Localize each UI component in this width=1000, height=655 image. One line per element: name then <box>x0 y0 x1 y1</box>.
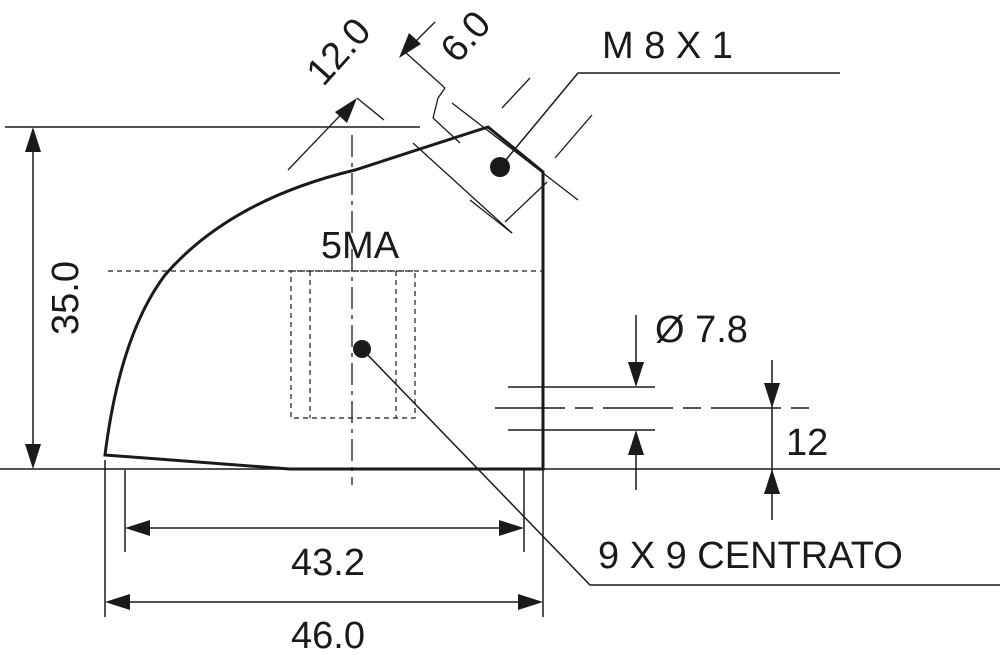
thread-hole: M 8 X 1 <box>412 25 840 234</box>
cross-hole: Ø 7.8 <box>495 309 810 490</box>
part-outline <box>103 125 545 471</box>
dim-12-label: 12.0 <box>299 10 380 93</box>
outer-width-label: 46.0 <box>291 615 365 655</box>
outer-width-dimension: 46.0 <box>104 460 544 655</box>
thread-label: M 8 X 1 <box>602 25 733 67</box>
height-dimension: 35.0 <box>25 127 87 469</box>
diameter-label: Ø 7.8 <box>655 309 748 351</box>
hole-offset-dimension: 12 <box>764 360 828 520</box>
hole-offset-label: 12 <box>786 422 828 464</box>
square-label: 9 X 9 CENTRATO <box>598 535 903 577</box>
hidden-square-pocket <box>108 270 543 419</box>
inner-width-label: 43.2 <box>291 542 365 584</box>
angled-dimension-6: 6.0 <box>399 3 500 144</box>
square-leader: 9 X 9 CENTRATO <box>353 340 1000 586</box>
dim-6-label: 6.0 <box>433 3 500 70</box>
angled-dimension-12: 12.0 <box>287 10 385 171</box>
height-label: 35.0 <box>45 261 87 335</box>
part-code-label: 5MA <box>321 225 400 267</box>
inner-width-dimension: 43.2 <box>124 470 525 584</box>
